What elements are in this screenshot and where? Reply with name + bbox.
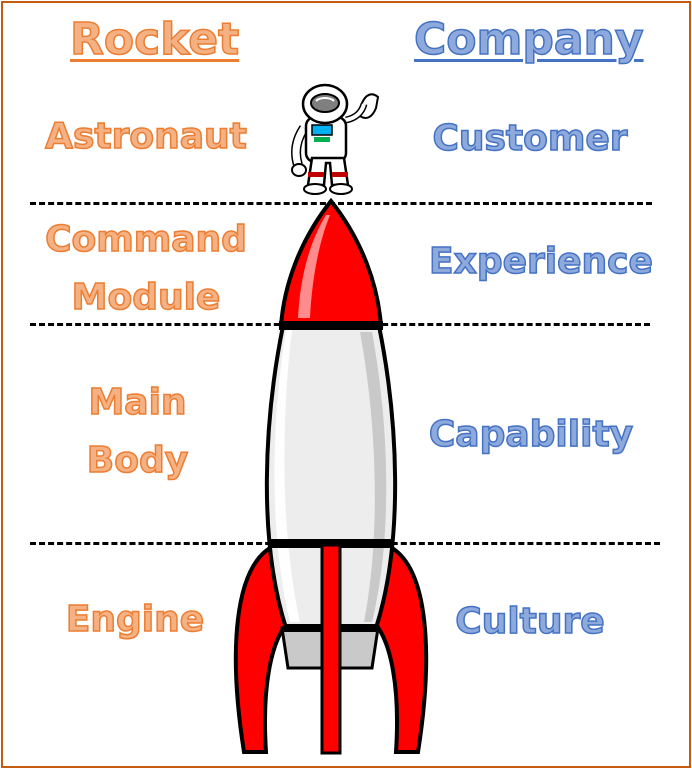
nose-band bbox=[279, 321, 383, 330]
company-label-culture: Culture bbox=[455, 600, 606, 643]
nose-cone bbox=[278, 197, 384, 328]
body-shadow bbox=[360, 332, 387, 622]
rocket-header: Rocket bbox=[69, 14, 240, 65]
company-label-capability: Capability bbox=[428, 413, 634, 456]
astronaut-icon bbox=[291, 83, 380, 195]
center-strut bbox=[320, 543, 342, 755]
rocket-label-command-module: Command Module bbox=[44, 218, 247, 319]
body-shade bbox=[274, 330, 300, 622]
company-label-customer: Customer bbox=[432, 117, 629, 160]
nose-highlight bbox=[298, 215, 330, 318]
rocket-label-main-body: Main Body bbox=[86, 381, 189, 482]
divider-1 bbox=[30, 202, 652, 205]
company-label-experience: Experience bbox=[428, 240, 653, 283]
company-header: Company bbox=[413, 14, 644, 65]
rocket-label-astronaut: Astronaut bbox=[44, 115, 247, 158]
rocket-label-engine: Engine bbox=[65, 598, 205, 641]
